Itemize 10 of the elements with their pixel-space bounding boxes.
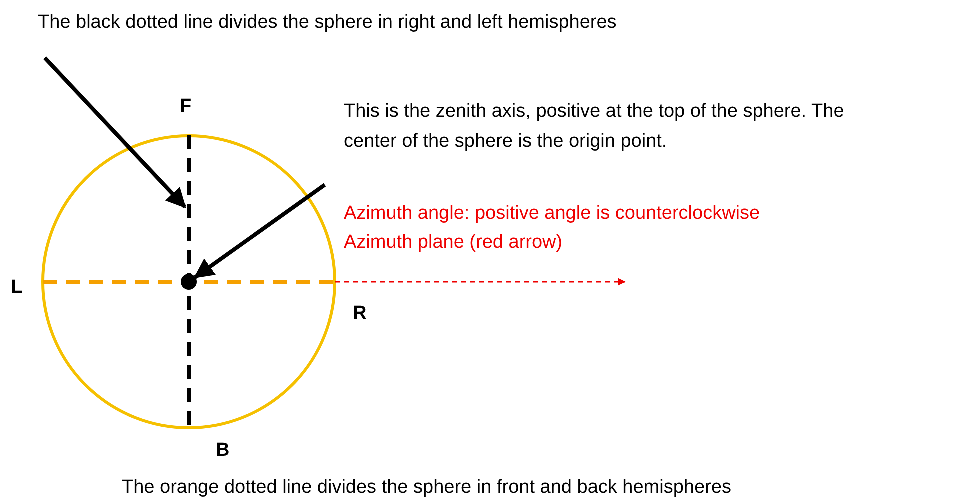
annotation-text: This is the zenith axis, positive at the top of the sphere. The center of the sphere is the origin point. [344, 100, 846, 154]
axis-label: F [180, 95, 192, 119]
axis-label: R [353, 302, 367, 326]
annotation-text: Azimuth plane (red arrow) [344, 231, 563, 255]
annotation-text: The orange dotted line divides the sphere in front and back hemispheres [122, 476, 732, 500]
axis-label: L [11, 276, 23, 300]
axis-label: B [216, 439, 230, 463]
arrow [44, 56, 186, 208]
annotation-text: Azimuth angle: positive angle is counterclockwise [344, 202, 760, 226]
annotation-text: The black dotted line divides the sphere in right and left hemispheres [38, 11, 618, 35]
